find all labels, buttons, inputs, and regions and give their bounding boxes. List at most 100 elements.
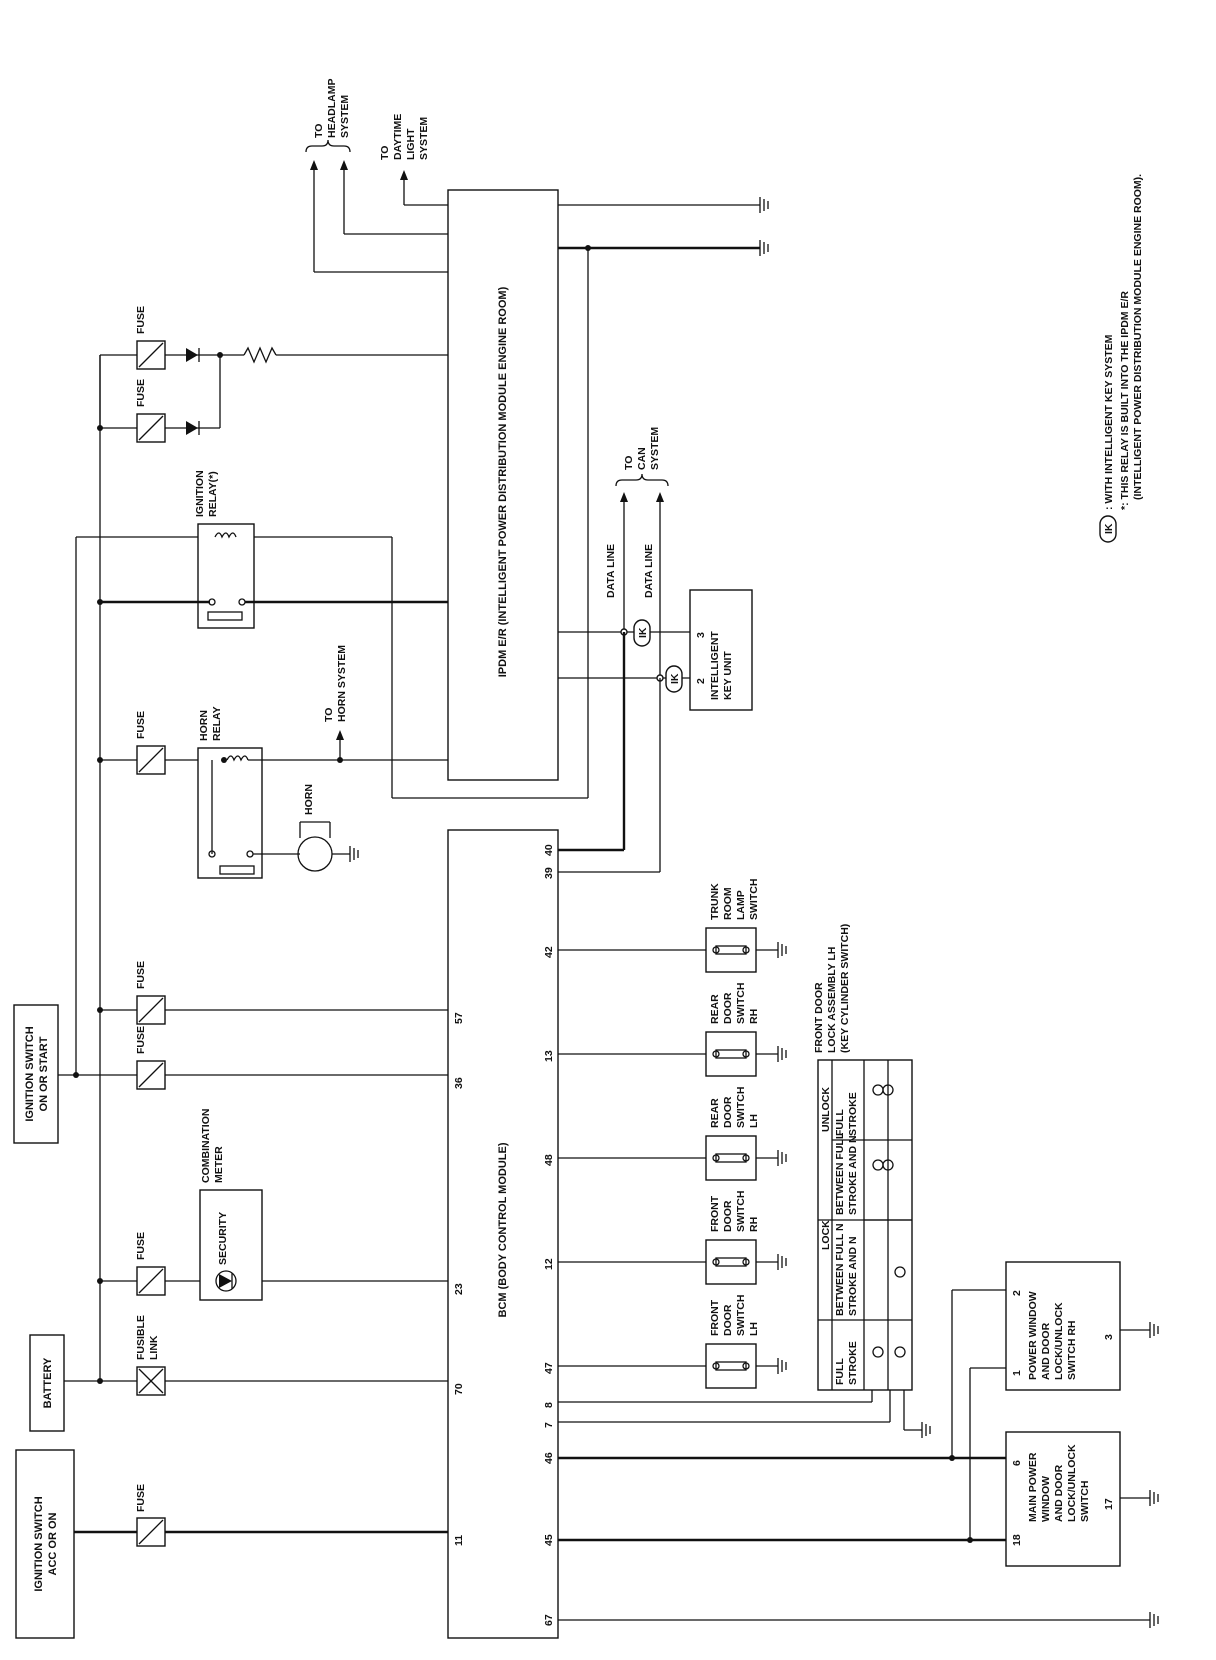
to-daytime-label-3: LIGHT — [405, 128, 417, 160]
to-headlamp-label-2: HEADLAMP — [326, 79, 338, 139]
legend-ik-text: : WITH INTELLIGENT KEY SYSTEM — [1103, 334, 1115, 510]
fuse-36 — [136, 1060, 166, 1090]
between-lock-1: BETWEEN FULL N — [834, 1223, 846, 1316]
full-stroke-lock-1: FULL — [834, 1358, 846, 1385]
battery-box — [29, 1334, 65, 1432]
bcm-pin-13: 13 — [543, 1050, 555, 1062]
to-can-label-1: TO — [623, 456, 635, 470]
trunk-lamp-switch — [558, 927, 787, 973]
fuse-36-label: FUSE — [135, 1026, 147, 1054]
bcm-pin-70: 70 — [453, 1383, 465, 1395]
combination-meter-label-1: COMBINATION — [200, 1109, 212, 1183]
lock-assembly-label-3: (KEY CYLINDER SWITCH) — [839, 924, 851, 1053]
legend-ik-marker: IK — [1103, 523, 1115, 534]
lock-label: LOCK — [820, 1220, 832, 1250]
ignition-switch-on-box — [13, 1004, 59, 1144]
fuse-meter-label: FUSE — [135, 1232, 147, 1260]
trunk-label-2: ROOM — [722, 887, 734, 920]
rear-rh-label-3: SWITCH — [735, 983, 747, 1024]
main-pw-label-3: AND DOOR — [1053, 1464, 1065, 1522]
ign-on-label-2: ON OR START — [38, 1036, 50, 1111]
security-label: SECURITY — [217, 1212, 229, 1265]
between-unlock-2: STROKE AND N — [847, 1135, 859, 1215]
fusible-link-label-2: LINK — [148, 1335, 160, 1360]
fuse-diode-2 — [136, 413, 166, 443]
full-stroke-unlock-2: STROKE — [847, 1092, 859, 1136]
rear-lh-label-4: LH — [748, 1114, 760, 1128]
rear-rh-label-2: DOOR — [722, 992, 734, 1024]
main-power-window-switch-box — [1005, 1431, 1121, 1567]
trunk-label-1: TRUNK — [709, 883, 721, 920]
rear-lh-label-1: REAR — [709, 1098, 721, 1128]
front-lh-label-1: FRONT — [709, 1299, 721, 1336]
bcm-pin-8: 8 — [543, 1402, 555, 1408]
main-pw-label-2: WINDOW — [1040, 1476, 1052, 1522]
to-daytime-label-4: SYSTEM — [418, 117, 430, 160]
to-horn-label-1: TO — [323, 708, 335, 722]
legend-note-1: *: THIS RELAY IS BUILT INTO THE IPDM E/R — [1119, 291, 1131, 510]
combination-meter-label-2: METER — [213, 1146, 225, 1183]
ign-acc-label-2: ACC OR ON — [47, 1512, 59, 1575]
bcm-pin-48: 48 — [543, 1154, 555, 1166]
to-horn-label-2: HORN SYSTEM — [336, 645, 348, 722]
ik-marker-1: IK — [637, 627, 649, 638]
lock-assembly-label-2: LOCK ASSEMBLY LH — [826, 947, 838, 1053]
fuse-acc — [136, 1517, 166, 1547]
fusible-link-label-1: FUSIBLE — [135, 1315, 147, 1360]
bcm-pin-7: 7 — [543, 1422, 555, 1428]
ik-unit-label-1: INTELLIGENT — [709, 631, 721, 700]
full-stroke-unlock-1: FULL — [834, 1109, 846, 1136]
ik-pin-2: 2 — [695, 678, 707, 684]
lock-assembly-table — [817, 1059, 913, 1391]
bcm-label: BCM (BODY CONTROL MODULE) — [497, 1142, 509, 1317]
ign-on-label-1: IGNITION SWITCH — [24, 1026, 36, 1121]
bcm-pin-11: 11 — [453, 1535, 465, 1546]
between-lock-2: STROKE AND N — [847, 1236, 859, 1316]
rear-door-switch-lh — [558, 1135, 787, 1181]
data-line-label-2: DATA LINE — [643, 544, 655, 598]
front-door-switch-lh — [558, 1343, 787, 1389]
bcm-pin-39: 39 — [543, 867, 555, 879]
bcm-box — [447, 829, 559, 1639]
fuse-diode-2-label: FUSE — [135, 379, 147, 407]
front-rh-label-1: FRONT — [709, 1195, 721, 1232]
rear-rh-label-1: REAR — [709, 994, 721, 1024]
ignition-relay-box — [197, 523, 255, 629]
bcm-pin-36: 36 — [453, 1077, 465, 1089]
ignition-relay-label-2: RELAY(*) — [207, 471, 219, 517]
ik-pin-3: 3 — [695, 632, 707, 638]
horn-relay-box — [197, 747, 263, 879]
front-rh-label-3: SWITCH — [735, 1191, 747, 1232]
bcm-pin-57: 57 — [453, 1012, 465, 1024]
trunk-label-4: SWITCH — [748, 879, 760, 920]
main-pw-pin-6: 6 — [1011, 1460, 1023, 1466]
ipdm-label: IPDM E/R (INTELLIGENT POWER DISTRIBUTION… — [497, 286, 509, 677]
ignition-relay-label-1: IGNITION — [194, 470, 206, 517]
main-pw-label-5: SWITCH — [1079, 1481, 1091, 1522]
to-can-label-2: CAN — [636, 447, 648, 470]
pw-rh-label-1: POWER WINDOW — [1027, 1291, 1039, 1380]
to-can-label-3: SYSTEM — [649, 427, 661, 470]
intelligent-key-unit-box — [689, 589, 753, 711]
to-daytime-label-2: DAYTIME — [392, 114, 404, 160]
rear-door-switch-rh — [558, 1031, 787, 1077]
main-pw-pin-18: 18 — [1011, 1534, 1023, 1546]
ignition-switch-acc-box — [15, 1449, 75, 1639]
pw-rh-pin-2: 2 — [1011, 1290, 1023, 1296]
lock-assembly-label-1: FRONT DOOR — [813, 982, 825, 1053]
to-daytime-label-1: TO — [379, 146, 391, 160]
front-lh-label-3: SWITCH — [735, 1295, 747, 1336]
fuse-horn-label: FUSE — [135, 711, 147, 739]
front-lh-label-2: DOOR — [722, 1304, 734, 1336]
fuse-acc-label: FUSE — [135, 1484, 147, 1512]
front-rh-label-4: RH — [748, 1217, 760, 1232]
rear-rh-label-4: RH — [748, 1009, 760, 1024]
main-pw-label-4: LOCK/UNLOCK — [1066, 1444, 1078, 1522]
main-pw-label-1: MAIN POWER — [1027, 1452, 1039, 1522]
fuse-horn — [136, 745, 166, 775]
combination-meter-box — [199, 1189, 263, 1301]
fuse-diode-1-label: FUSE — [135, 306, 147, 334]
to-headlamp-label-1: TO — [313, 124, 325, 138]
data-line-label-1: DATA LINE — [605, 544, 617, 598]
